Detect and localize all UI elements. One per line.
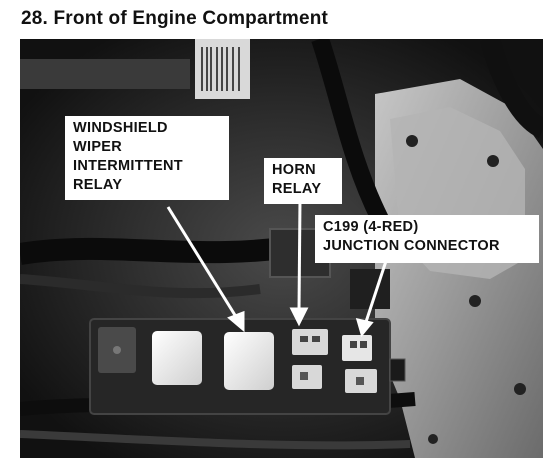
hose	[480, 39, 543, 139]
panel-bolt	[406, 135, 418, 147]
callout-arrows	[166, 198, 388, 338]
panel-bolt	[514, 383, 526, 395]
barcode	[201, 47, 240, 91]
callout-c199-junction-connector: C199 (4-RED) JUNCTION CONNECTOR	[315, 215, 539, 263]
cable	[20, 274, 261, 299]
panel-bolt	[469, 295, 481, 307]
arrow-head	[289, 307, 309, 327]
panel-bolt	[487, 155, 499, 167]
page-title: 28. Front of Engine Compartment	[21, 8, 329, 29]
callout-windshield-wiper-intermittent-relay: WINDSHIELD WIPER INTERMITTENT RELAY	[65, 116, 229, 200]
horn-relay-connector	[292, 329, 328, 355]
upper-bracket	[20, 59, 190, 89]
panel-bolt	[428, 434, 438, 444]
wiper-relay	[224, 332, 274, 390]
screw	[113, 346, 121, 354]
engine-compartment-photo: WINDSHIELD WIPER INTERMITTENT RELAY HORN…	[20, 39, 543, 458]
relay	[152, 331, 202, 385]
bracket	[350, 269, 390, 309]
hose	[311, 39, 389, 224]
arrow-head	[355, 317, 374, 338]
cable	[20, 430, 411, 450]
relay-box-clip	[389, 358, 406, 382]
callout-horn-relay: HORN RELAY	[264, 158, 342, 204]
arrow-head	[227, 310, 245, 333]
